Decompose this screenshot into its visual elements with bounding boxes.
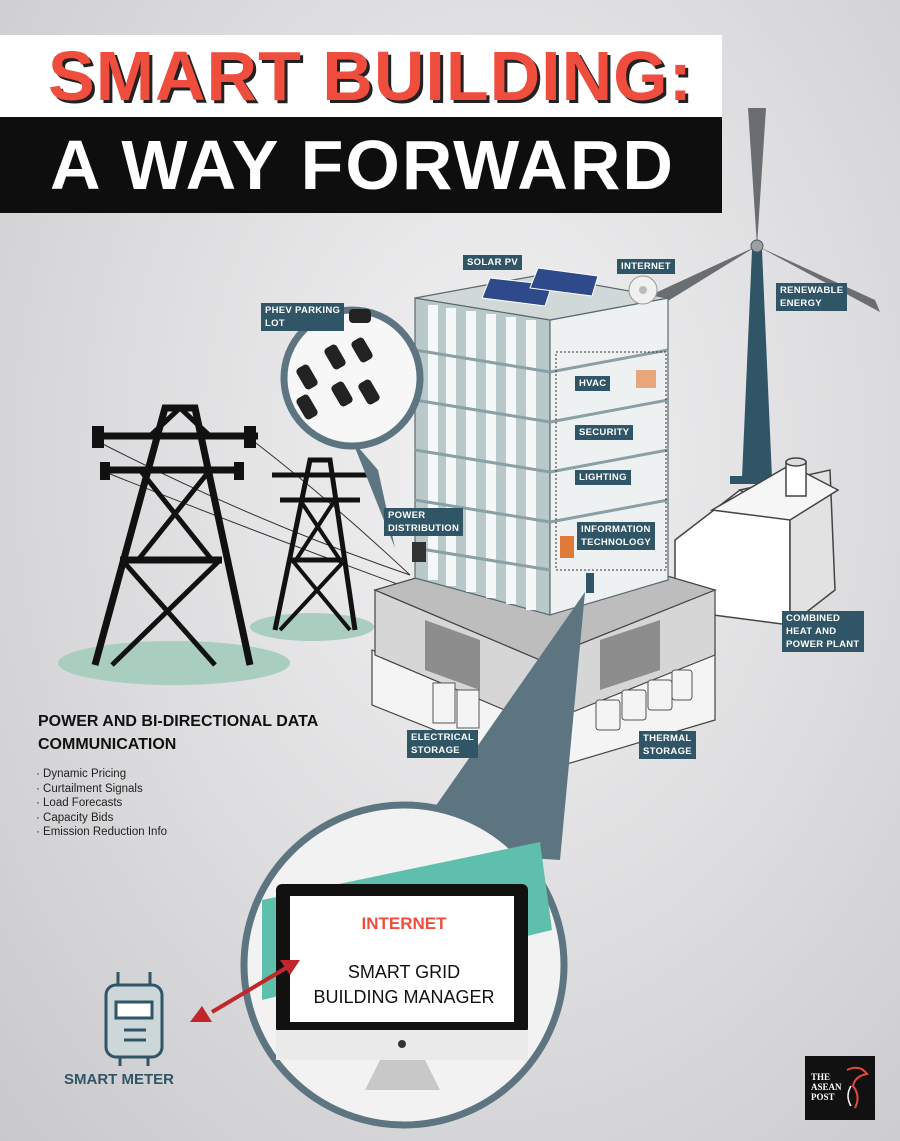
list-item: · Load Forecasts bbox=[36, 797, 123, 810]
label-lighting: LIGHTING bbox=[575, 470, 631, 485]
wind-turbine bbox=[640, 108, 880, 484]
smart-meter-label: SMART METER bbox=[64, 1071, 174, 1088]
screen-subtitle: SMART GRID BUILDING MANAGER bbox=[313, 962, 495, 1007]
label-thermal-storage: THERMAL STORAGE bbox=[639, 731, 696, 759]
logo-bird-icon bbox=[846, 1066, 869, 1109]
label-phev-parking-lot: PHEV PARKING LOT bbox=[261, 303, 345, 331]
monitor-stand bbox=[365, 1060, 440, 1090]
screen-title: INTERNET bbox=[361, 914, 447, 933]
phev-car-label-icon bbox=[349, 309, 371, 323]
title-line-1: SMART BUILDING: bbox=[0, 35, 722, 117]
communication-list: · Dynamic Pricing · Curtailment Signals … bbox=[36, 767, 167, 840]
label-hvac: HVAC bbox=[575, 376, 611, 391]
label-internet: INTERNET bbox=[617, 259, 675, 274]
label-solar-pv: SOLAR PV bbox=[463, 255, 522, 270]
floor-lines bbox=[414, 348, 669, 572]
communication-heading: POWER AND BI-DIRECTIONAL DATA COMMUNICAT… bbox=[38, 713, 318, 753]
solar-panels bbox=[481, 267, 599, 307]
smart-meter-icon bbox=[104, 972, 164, 1066]
label-power-distribution: POWER DISTRIBUTION bbox=[384, 508, 464, 536]
asean-post-logo: THE ASEAN POST bbox=[805, 1056, 875, 1120]
label-security: SECURITY bbox=[575, 425, 634, 440]
logo-text: THE ASEAN POST bbox=[811, 1072, 842, 1102]
monitor-power-dot bbox=[398, 1040, 406, 1048]
label-chp-plant: COMBINED HEAT AND POWER PLANT bbox=[782, 611, 864, 652]
transmission-tower-small bbox=[272, 457, 372, 632]
thermal-storage-tanks bbox=[595, 669, 693, 731]
bidirectional-arrow-icon bbox=[190, 960, 300, 1022]
tower-ground-left bbox=[58, 641, 290, 685]
monitor-screen bbox=[290, 896, 514, 1022]
list-item: · Emission Reduction Info bbox=[36, 826, 168, 839]
title-line-2: A WAY FORWARD bbox=[0, 117, 722, 213]
list-item: · Dynamic Pricing bbox=[36, 768, 127, 780]
label-information-technology: INFORMATION TECHNOLOGY bbox=[577, 522, 656, 550]
electrical-storage-units bbox=[432, 682, 480, 729]
label-electrical-storage: ELECTRICAL STORAGE bbox=[407, 730, 479, 758]
list-item: · Capacity Bids bbox=[36, 811, 114, 824]
title-banner: SMART BUILDING: A WAY FORWARD bbox=[0, 35, 722, 213]
building-meter-device bbox=[586, 573, 594, 593]
transmission-tower-large bbox=[91, 404, 258, 667]
power-distribution-box-icon bbox=[412, 542, 426, 562]
it-server-icon bbox=[560, 536, 574, 558]
car-icons bbox=[296, 337, 380, 420]
insulators-large bbox=[92, 426, 256, 480]
building-windows bbox=[428, 305, 536, 610]
internet-dish-icon bbox=[628, 275, 658, 305]
hvac-unit-icon bbox=[636, 370, 656, 388]
screen-zoom-pointer bbox=[405, 592, 585, 860]
label-renewable-energy: RENEWABLE ENERGY bbox=[776, 283, 848, 311]
list-item: · Curtailment Signals bbox=[36, 782, 143, 795]
